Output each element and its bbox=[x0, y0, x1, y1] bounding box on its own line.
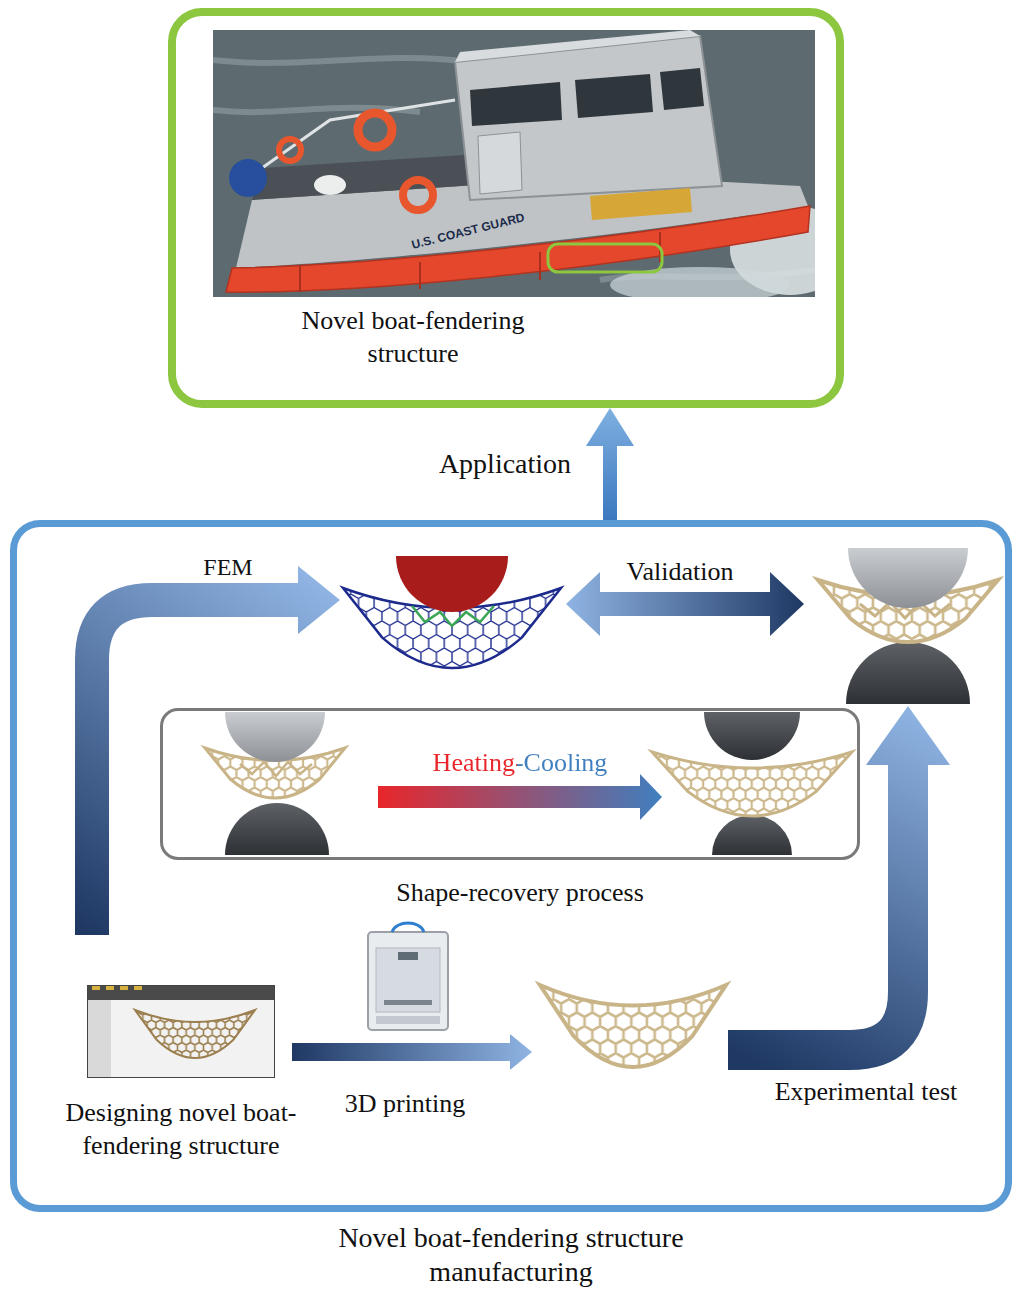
printer-base bbox=[376, 1016, 440, 1024]
connector-arrow bbox=[586, 408, 634, 520]
process-box: Heating-CoolingShape-recovery process bbox=[160, 708, 860, 860]
print-bed bbox=[384, 1000, 432, 1005]
panel-caption: Novel boat-fendering structure manufactu… bbox=[281, 1221, 741, 1288]
side-panel bbox=[87, 1000, 111, 1078]
validation-arrow bbox=[600, 592, 770, 616]
window bbox=[470, 82, 562, 126]
application-panel: Novel boat-fendering structure bbox=[168, 8, 844, 408]
cabin bbox=[455, 36, 722, 200]
toolbar bbox=[87, 985, 275, 1000]
support-disk bbox=[225, 803, 329, 855]
cabin-roof bbox=[455, 30, 700, 62]
printer-chamber bbox=[376, 948, 440, 1012]
filament bbox=[392, 923, 424, 932]
edge-label: Application bbox=[439, 447, 571, 481]
collar-seam bbox=[300, 232, 660, 292]
step-label: 3D printing bbox=[345, 1088, 466, 1119]
window bbox=[575, 74, 653, 118]
step-caption: Designing novel boat-fendering structure bbox=[31, 1097, 331, 1162]
indenter-disk bbox=[225, 712, 325, 762]
indenter-disk bbox=[848, 548, 968, 608]
printer-body bbox=[368, 932, 448, 1030]
step-label: Experimental test bbox=[775, 1076, 958, 1107]
panel-title: Novel boat-fendering structure bbox=[263, 305, 563, 370]
window bbox=[660, 68, 704, 110]
process-label: Heating-Cooling bbox=[433, 747, 608, 780]
boat-photo bbox=[213, 30, 815, 297]
sea bbox=[213, 30, 815, 297]
life-ring bbox=[279, 139, 301, 161]
life-ring bbox=[403, 180, 433, 210]
toolbar-icons bbox=[92, 986, 142, 990]
software-window bbox=[87, 985, 275, 1078]
heating-cooling-arrow bbox=[378, 786, 640, 808]
step-label: FEM bbox=[203, 553, 252, 582]
printed-structure bbox=[540, 985, 726, 1067]
process-arrow bbox=[728, 765, 908, 1050]
fender-collar bbox=[226, 206, 810, 292]
buoy bbox=[229, 159, 267, 197]
software-screenshot: Designing novel boat-fendering structure bbox=[87, 985, 275, 1078]
recovered-structure bbox=[652, 752, 852, 816]
indenter bbox=[396, 556, 508, 612]
arrow-head bbox=[770, 572, 804, 636]
arrow-head bbox=[566, 572, 600, 636]
step-label: Validation bbox=[627, 556, 734, 587]
buoy bbox=[314, 175, 346, 195]
support-disk bbox=[846, 642, 970, 704]
rail bbox=[262, 100, 455, 168]
support-disk bbox=[712, 815, 792, 855]
door bbox=[478, 132, 522, 194]
cad-model bbox=[135, 1010, 255, 1058]
arrow-head bbox=[866, 706, 950, 765]
manufacturing-panel: Novel boat-fendering structure manufactu… bbox=[10, 520, 1012, 1212]
hull-lettering: U.S. COAST GUARD bbox=[410, 210, 526, 252]
print-head bbox=[398, 952, 418, 960]
arrow-head bbox=[586, 408, 634, 446]
arrow-head bbox=[640, 774, 662, 820]
arrow-head bbox=[298, 566, 340, 634]
arrow-head bbox=[510, 1034, 532, 1070]
highlight-frame bbox=[548, 244, 662, 272]
crushed-cells bbox=[240, 762, 312, 776]
indenter-disk bbox=[704, 712, 800, 760]
connector-line bbox=[603, 445, 617, 520]
process-arrow bbox=[292, 1043, 510, 1061]
step bbox=[590, 188, 692, 220]
life-ring bbox=[358, 113, 392, 147]
process-caption: Shape-recovery process bbox=[396, 877, 644, 910]
